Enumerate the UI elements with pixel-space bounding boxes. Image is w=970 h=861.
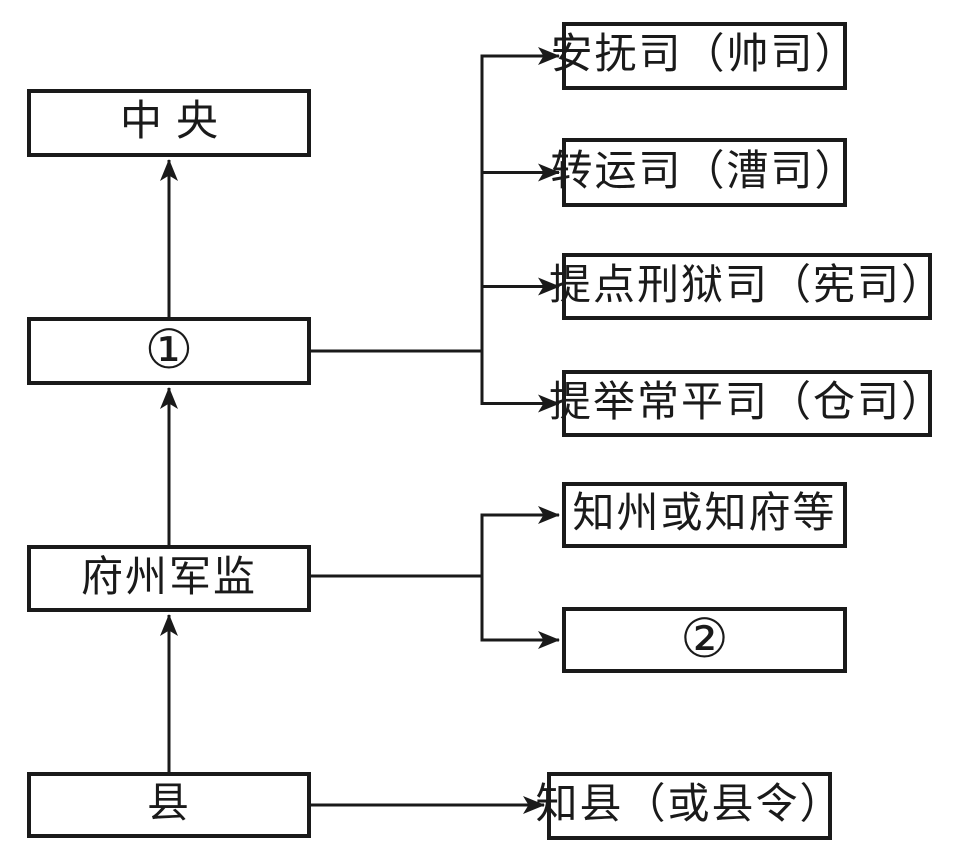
node-tijuchangpingsi-label: 提举常平司（仓司） [549, 376, 946, 426]
node-blank-2-label: ② [680, 607, 729, 670]
node-blank-1: ① [27, 317, 311, 385]
node-tidianxingyusi-label: 提点刑狱司（宪司） [549, 259, 946, 309]
node-fuzhoujunjian: 府州军监 [27, 545, 311, 612]
node-blank-2: ② [562, 607, 847, 673]
node-central: 中央 [27, 89, 311, 157]
node-blank-1-label: ① [144, 318, 194, 381]
node-zhizhou: 知州或知府等 [562, 482, 847, 548]
node-tidianxingyusi: 提点刑狱司（宪司） [549, 253, 943, 320]
node-fuzhoujunjian-label: 府州军监 [80, 551, 257, 601]
node-zhuanyunsi-label: 转运司（漕司） [550, 145, 859, 195]
node-anfusi: 安抚司（帅司） [551, 22, 857, 90]
node-xian-label: 县 [146, 778, 191, 827]
node-anfusi-label: 安抚司（帅司） [550, 29, 859, 78]
node-xian: 县 [27, 772, 311, 838]
node-zhizhou-label: 知州或知府等 [572, 488, 837, 537]
node-zhixian: 知县（或县令） [536, 772, 842, 840]
node-zhixian-label: 知县（或县令） [535, 779, 844, 828]
node-tijuchangpingsi: 提举常平司（仓司） [549, 370, 943, 437]
node-zhuanyunsi: 转运司（漕司） [551, 138, 857, 207]
node-central-label: 中央 [119, 96, 232, 145]
